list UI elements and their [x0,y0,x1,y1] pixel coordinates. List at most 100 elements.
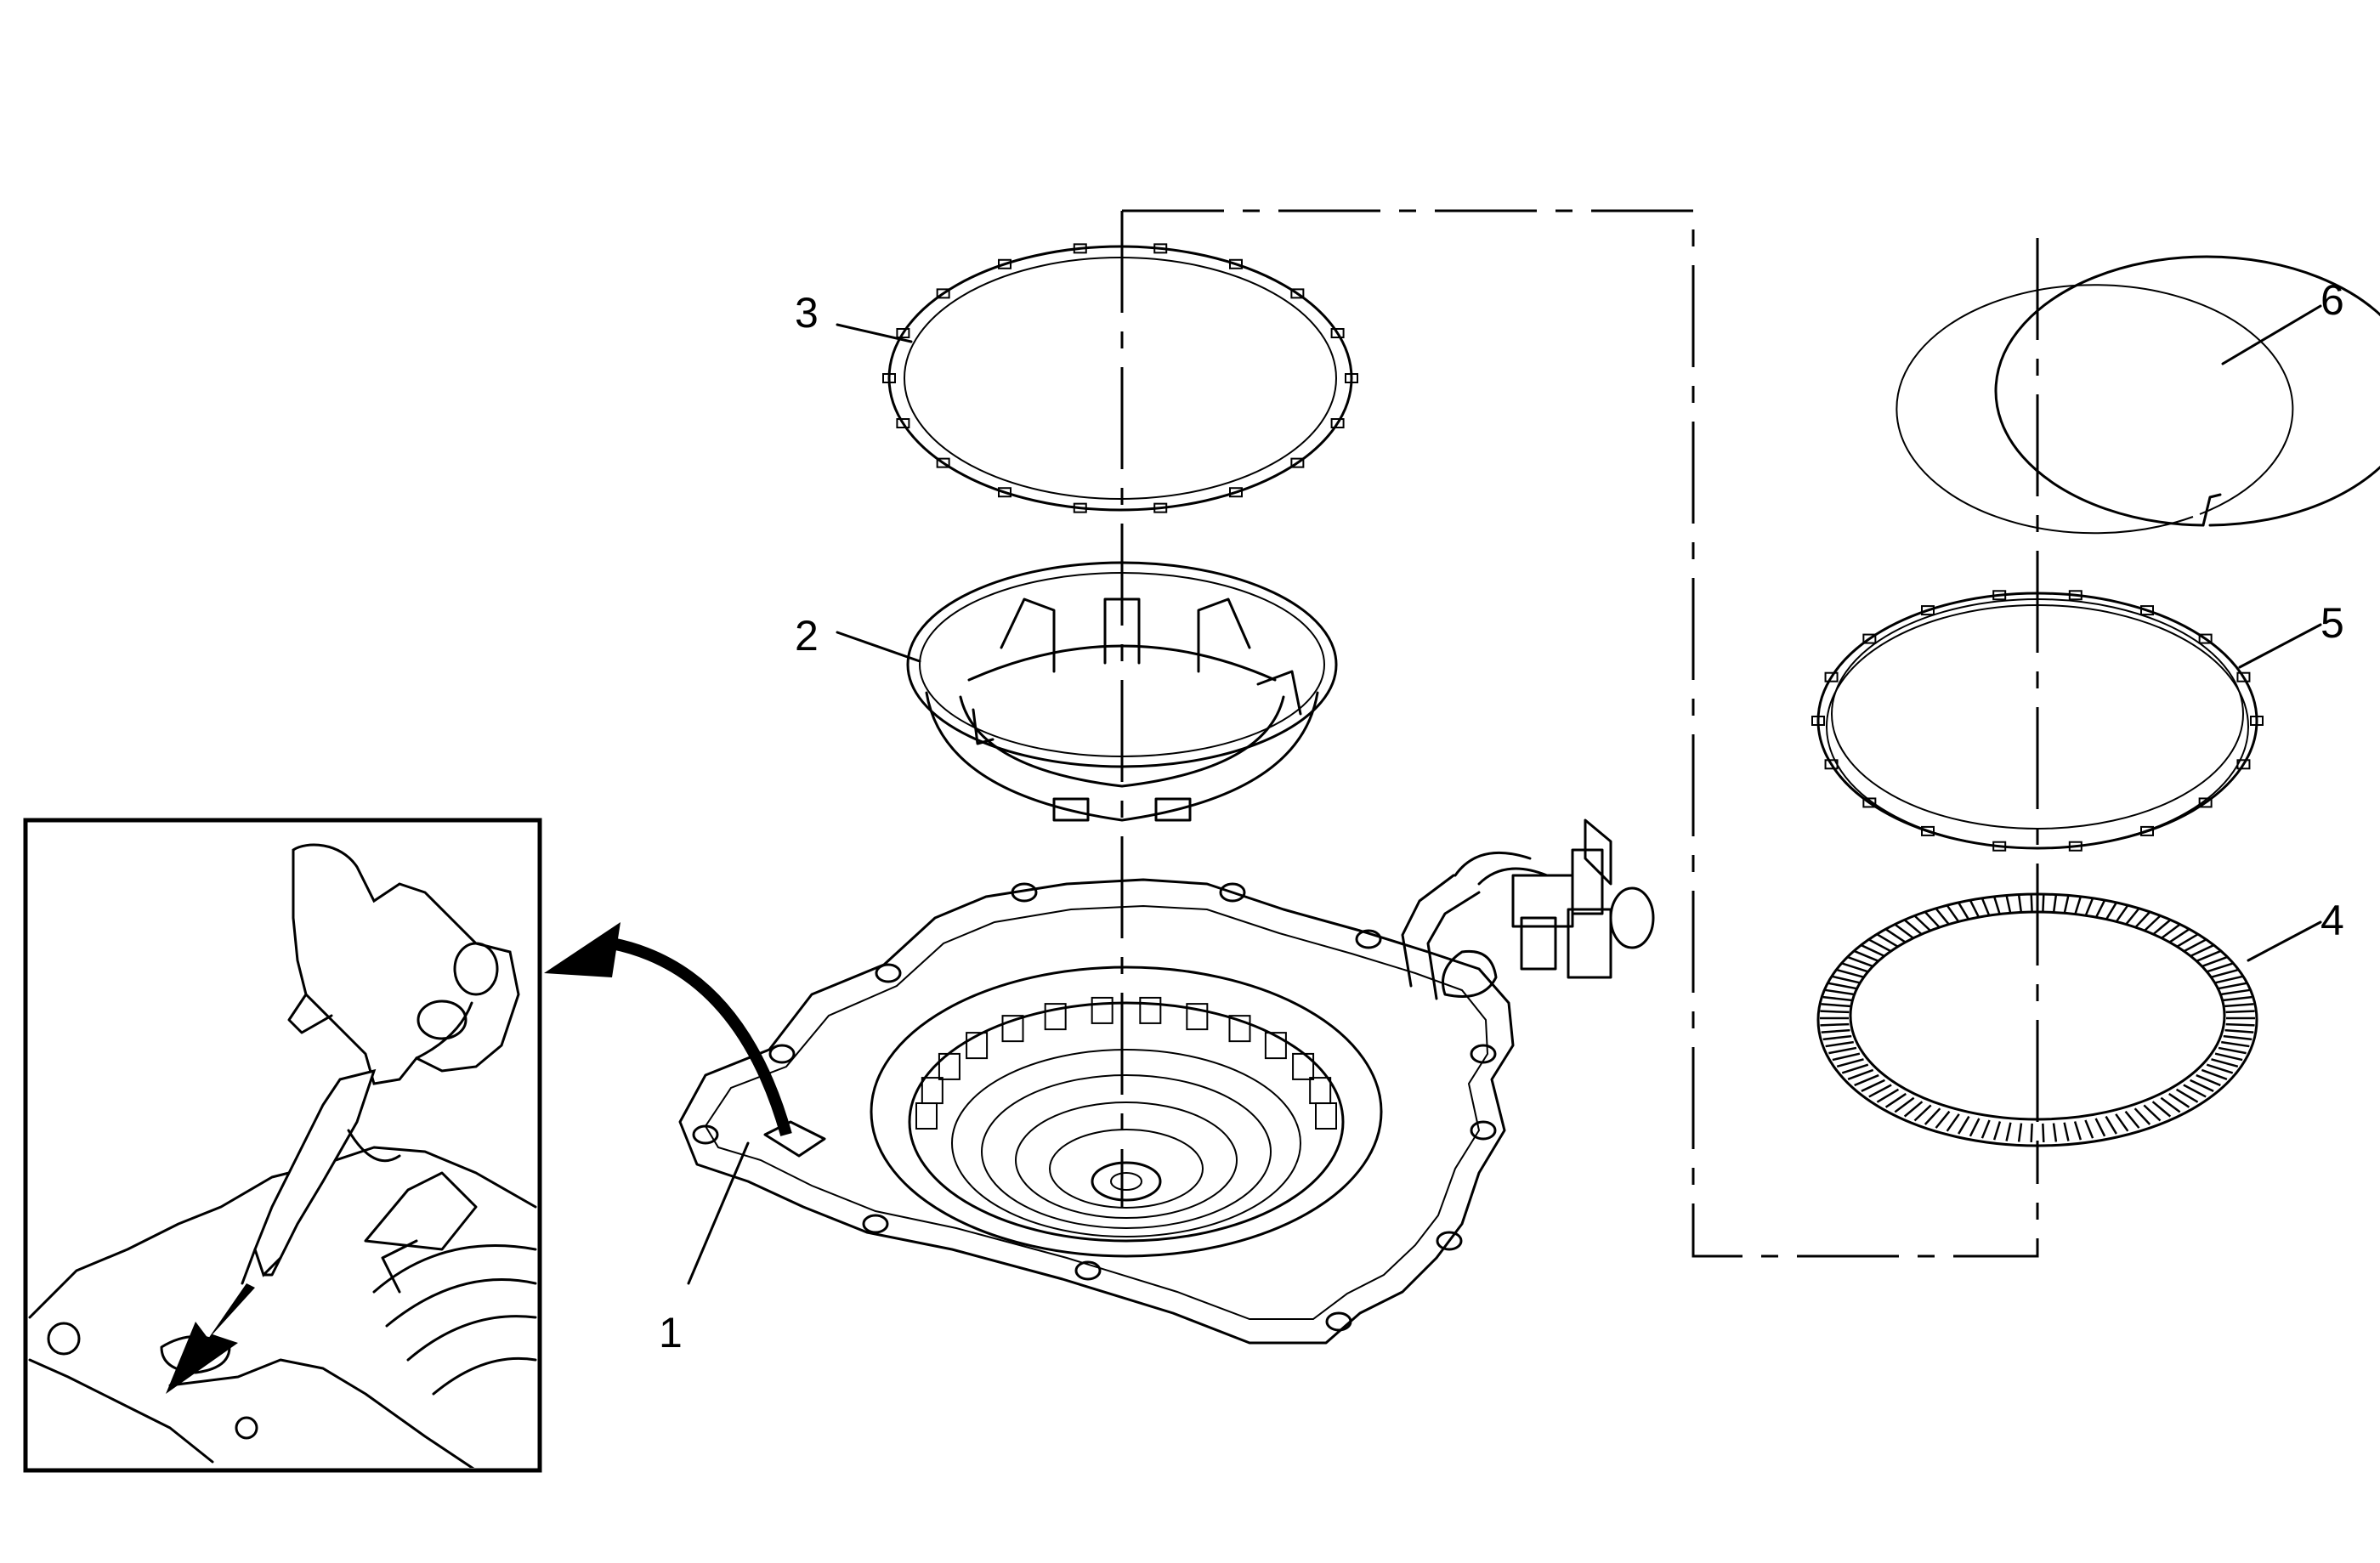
spring-retainer-2 [906,561,1338,822]
clutch-housing-splines [915,996,1337,1130]
tab-mark [1862,633,1877,644]
tooth-mark [1820,1010,1850,1014]
tooth-mark [1924,1107,1941,1125]
tooth-mark [1854,1073,1879,1087]
tooth-mark [2224,1003,2254,1008]
tooth-mark [1847,1068,1874,1080]
tooth-mark [2063,1122,2070,1141]
tooth-mark [1935,1110,1951,1129]
tooth-mark [1821,1028,1850,1034]
tab-mark [1824,759,1839,770]
tooth-mark [2211,1058,2239,1068]
bolt-hole [1470,1044,1497,1064]
tooth-mark [2225,1022,2255,1027]
tooth-mark [1894,923,1915,940]
bolt-hole [1219,882,1246,903]
tooth-mark [1861,944,1885,958]
bolt-hole [862,1214,889,1234]
tab-mark [1153,243,1168,254]
callout-numbers: 3 2 1 6 5 4 [659,276,2344,1356]
bolt-hole [692,1124,719,1145]
tooth-mark [1992,1121,2002,1141]
tooth-mark [2183,938,2207,953]
tooth-mark [1935,908,1951,926]
callout-6: 6 [2320,276,2344,324]
tab-mark [1044,1003,1067,1031]
tooth-mark [2084,1119,2094,1139]
tooth-mark [1969,1118,1980,1137]
tooth-mark [2151,1101,2172,1118]
bolt-hole [1011,882,1038,903]
tooth-mark [1868,938,1892,953]
tab-mark [1153,502,1168,513]
tooth-mark [1822,1034,1852,1041]
tooth-mark [1924,911,1941,929]
tooth-mark [2073,1121,2082,1141]
tab-mark [1811,716,1825,726]
callout-5: 5 [2320,599,2344,647]
friction-teeth [1820,894,2255,1142]
tooth-mark [1876,1088,1900,1103]
tooth-mark [1913,1104,1932,1122]
tooth-mark [2168,1092,2190,1108]
tab-mark [1229,487,1243,498]
tooth-mark [2183,1084,2207,1098]
tab-mark [1862,797,1877,808]
tooth-mark [2190,944,2214,958]
tooth-mark [2201,1068,2228,1080]
tooth-mark [2017,894,2023,914]
tooth-mark [1958,1115,1970,1135]
tooth-mark [2201,956,2228,968]
bolt-hole [1355,929,1382,949]
bolt-hole [1074,1260,1102,1281]
tooth-mark [2134,1107,2151,1125]
tab-mark [2250,716,2264,726]
bolt-hole [1470,1120,1497,1141]
tooth-mark [1980,898,1991,917]
tab-mark [1824,671,1839,682]
tooth-mark [2225,1010,2255,1014]
bolt-hole [875,963,902,983]
tooth-mark [2115,1113,2129,1132]
tooth-mark [1832,975,1861,984]
tab-mark [2140,825,2154,836]
tab-mark [896,418,910,429]
tab-mark [2068,590,2082,601]
assembly-path-lines [1120,209,2039,1258]
wiring-connector [1454,818,1655,979]
tooth-mark [2214,975,2243,984]
tab-mark [936,457,950,468]
tooth-mark [1946,1113,1960,1132]
tab-mark [1315,1102,1337,1130]
tab-mark [921,1077,944,1105]
tab-mark [1001,1015,1024,1043]
tooth-mark [1992,896,2002,915]
bolt-hole [1436,1231,1463,1251]
tooth-mark [2105,1115,2117,1135]
tooth-mark [2005,895,2012,915]
tooth-mark [1847,956,1874,968]
plate-tabs [1811,590,2264,852]
tooth-mark [2206,962,2234,973]
tooth-mark [2052,1123,2058,1142]
tooth-mark [1958,902,1970,921]
tooth-mark [2143,915,2162,932]
tab-mark [1921,825,1935,836]
clutch-plate-3 [882,243,1358,513]
inset-detail-view [23,818,542,1473]
tab-mark [1330,327,1345,338]
tooth-mark [1841,1063,1869,1074]
tooth-mark [2134,911,2151,929]
tab-mark [2140,605,2154,616]
tooth-mark [2017,1123,2023,1142]
tab-mark [2198,797,2213,808]
tab-mark [1992,590,2007,601]
callout-1: 1 [659,1309,683,1356]
tab-mark [936,288,950,299]
tooth-mark [2196,949,2221,963]
tooth-mark [1825,1040,1854,1048]
tab-mark [1091,996,1114,1024]
tab-mark [1139,996,1162,1024]
tooth-mark [2115,904,2129,923]
tooth-mark [2073,896,2082,915]
